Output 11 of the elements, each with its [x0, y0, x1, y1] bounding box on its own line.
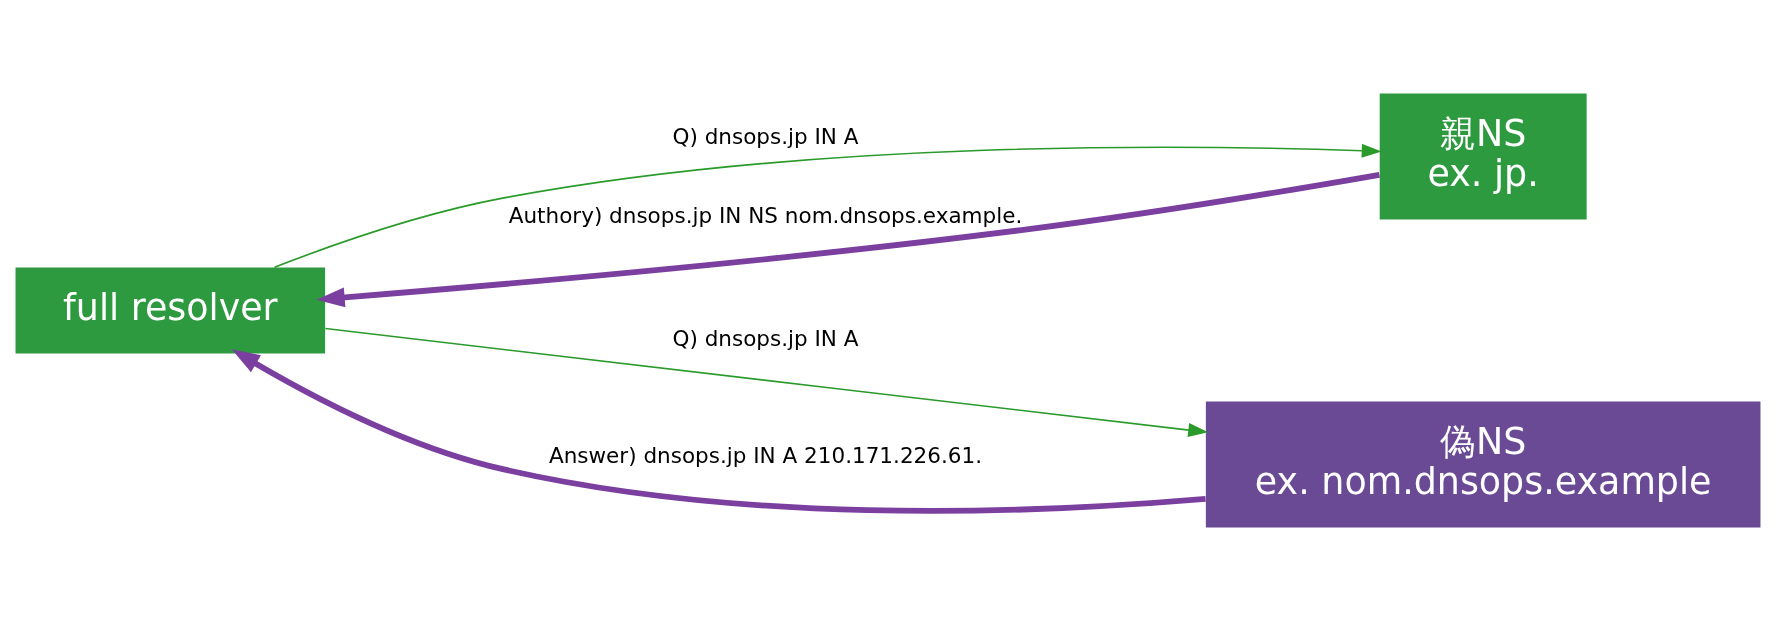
edge-label: Q) dnsops.jp IN A [672, 325, 859, 351]
arrow [324, 327, 1209, 437]
arrow [316, 171, 1380, 307]
edge-label: Answer) dnsops.jp IN A 210.171.226.61. [548, 442, 983, 468]
node-box: full resolver [15, 266, 326, 354]
arrow [231, 348, 1206, 514]
edge-label: Authory) dnsops.jp IN NS nom.dnsops.example. [508, 202, 1023, 228]
node-box: 親NS ex. jp. [1379, 93, 1587, 219]
node-box: 偽NS ex. nom.dnsops.example [1205, 401, 1761, 527]
edge-label: Q) dnsops.jp IN A [672, 123, 859, 149]
arrow [273, 143, 1382, 268]
